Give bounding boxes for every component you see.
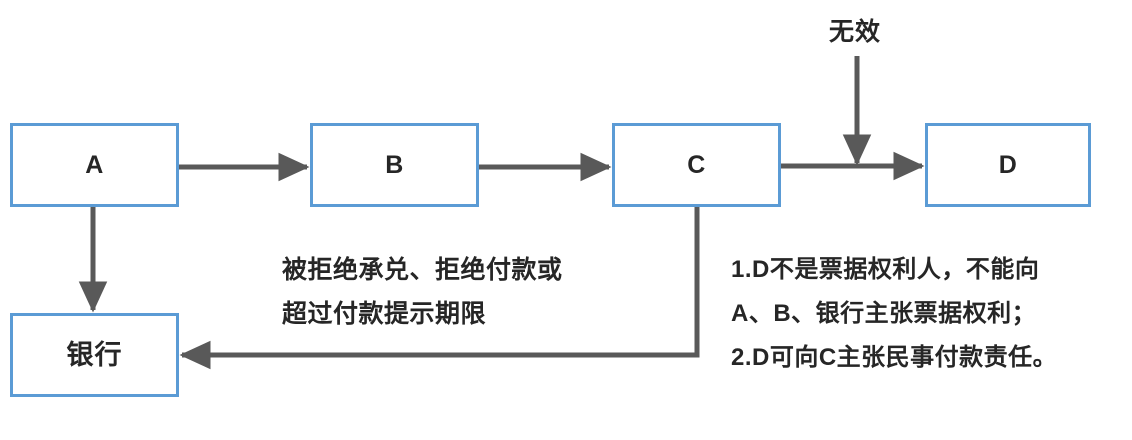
node-b-label: B [385,150,404,179]
node-d-label: D [998,150,1018,179]
node-bank-label: 银行 [66,339,123,370]
left-note-caption: 被拒绝承兑、拒绝付款或 超过付款提示期限 [282,256,563,328]
node-a[interactable]: A [10,123,179,207]
node-a-label: A [85,150,104,179]
right-note-caption: 1.D不是票据权利人，不能向 A、B、银行主张票据权利； 2.D可向C主张民事付… [731,256,1058,371]
invalid-edge-label: 无效 [829,18,882,46]
node-c-label: C [687,150,706,179]
node-c[interactable]: C [612,123,781,207]
node-b[interactable]: B [310,123,479,207]
node-d[interactable]: D [925,123,1091,207]
node-bank[interactable]: 银行 [10,313,179,397]
